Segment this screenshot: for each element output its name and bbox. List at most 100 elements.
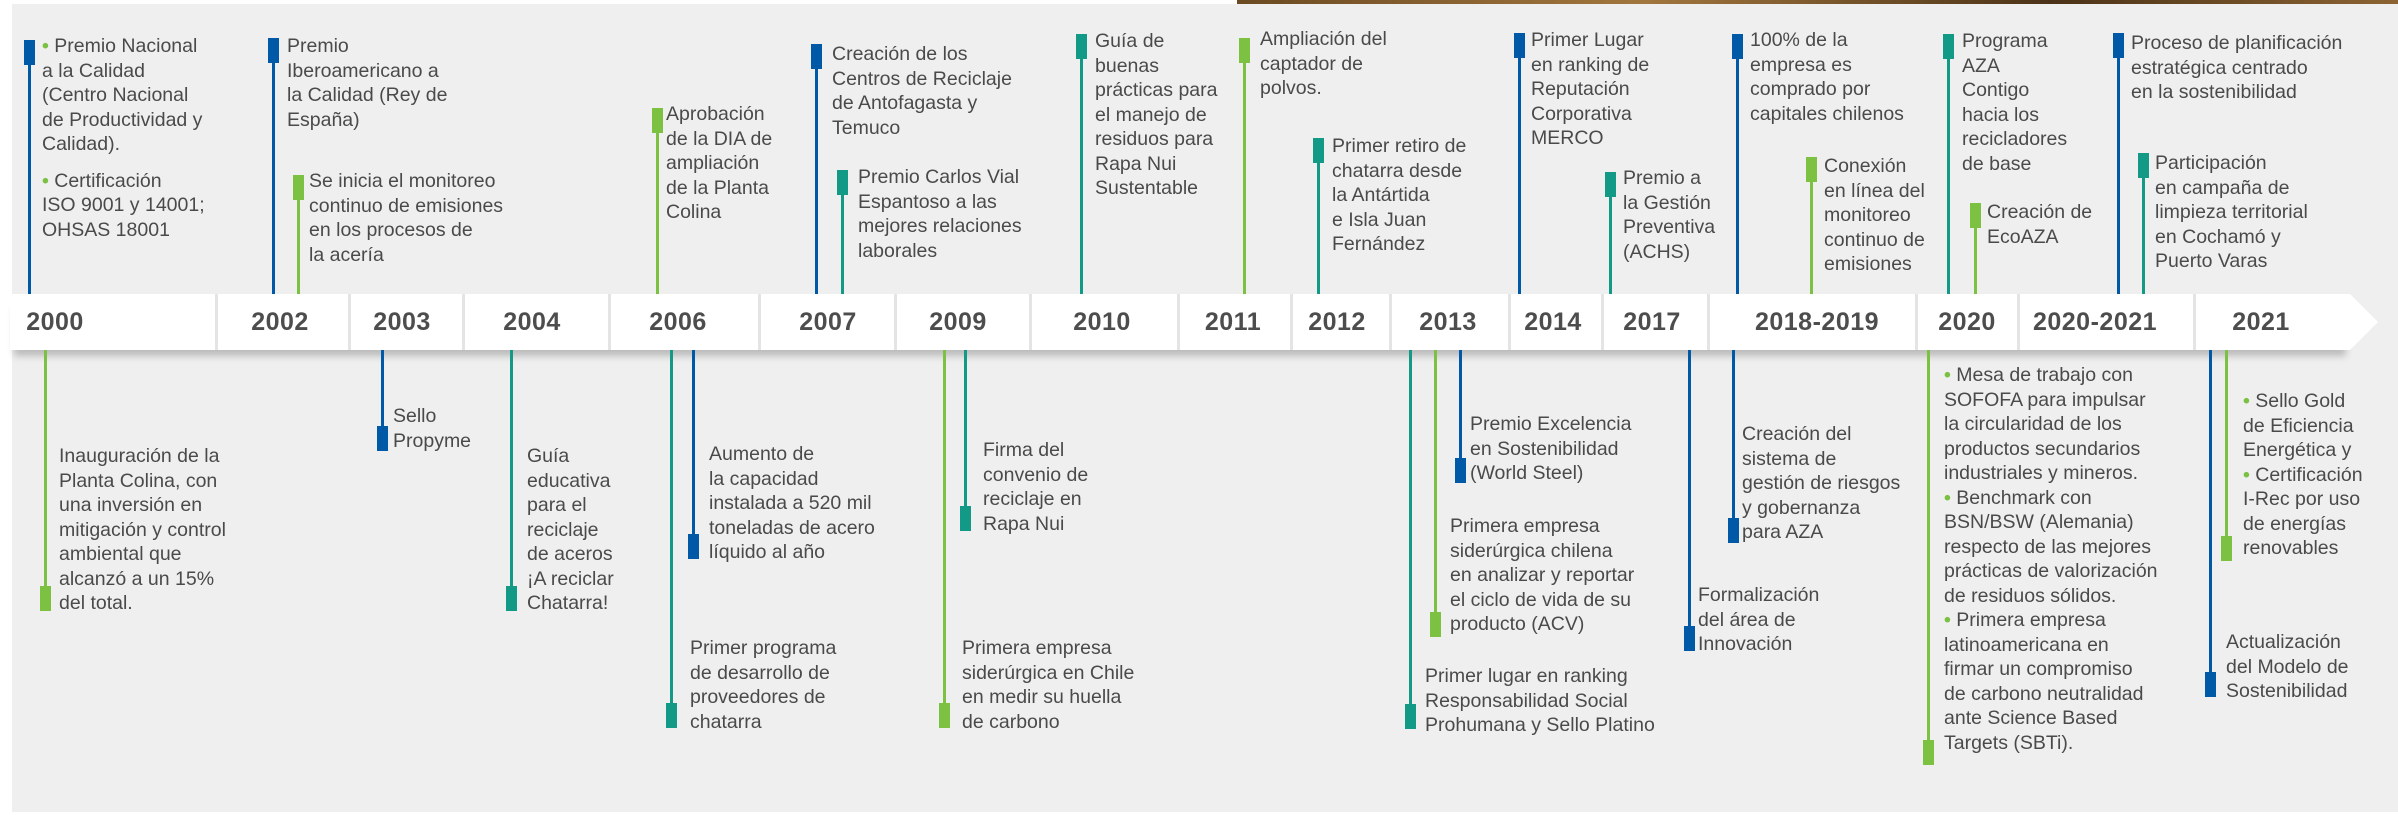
milestone-connector-line [1317,138,1320,294]
milestone-line: continuo de emisiones [309,194,504,217]
milestone-marker [268,38,279,63]
milestone-line: educativa [527,469,611,492]
milestone-connector-line [44,350,47,610]
year-label-2012: 2012 [1308,308,1366,336]
milestone-line: monitoreo [1824,204,1911,226]
milestone-marker [811,44,822,69]
milestone-line: Innovación [1698,633,1793,655]
milestone-line: firmar un compromiso [1944,658,2133,680]
milestone-line: comprado por [1750,78,1871,100]
milestone-line: (ACHS) [1623,240,1691,263]
milestone-marker [960,506,971,531]
milestone-marker [1732,34,1743,59]
milestone-line: ante Science Based [1944,707,2118,729]
year-label-2014: 2014 [1524,308,1582,336]
year-separator [1508,294,1511,350]
year-label-2000: 2000 [26,308,84,336]
year-label-2009: 2009 [929,308,987,336]
milestone-line: Sustentable [1095,177,1198,199]
milestone-line: Creación del [1742,423,1852,445]
milestone-line: OHSAS 18001 [42,218,170,241]
milestone-line: Primera empresa [962,637,1112,659]
milestone-connector-line [964,350,967,530]
year-label-2011: 2011 [1204,308,1262,336]
milestone-marker [2138,153,2149,178]
milestone-line: SOFOFA para impulsar [1944,388,2146,411]
milestone-line: Primer programa [690,637,837,659]
milestone-connector-line [670,350,673,727]
milestone-line: gestión de riesgos [1742,472,1901,494]
milestone-marker [1076,34,1087,59]
bullet-icon: • [1944,364,1951,386]
milestone-connector-line [1080,34,1083,294]
milestone-connector-line [28,40,31,294]
milestone-line: Colina [666,201,722,223]
milestone-line: I-Rec por uso [2243,488,2361,510]
year-separator [608,294,611,350]
milestone-line: reciclaje [527,518,599,541]
milestone-line: • Certificación [2243,463,2363,486]
milestone-marker [1684,626,1695,651]
milestone-line: líquido al año [709,541,826,563]
milestone-marker [1728,518,1739,543]
timeline-axis [10,294,2350,350]
milestone-line: la Gestión [1623,191,1711,214]
milestone-marker [1313,138,1324,163]
milestone-marker [837,170,848,195]
milestone-marker [24,40,35,65]
milestone-line: Calidad). [42,133,121,155]
milestone-connector-line [692,350,695,558]
year-label-2018-2019: 2018-2019 [1754,308,1880,336]
milestone-line: Planta Colina, con [59,469,218,492]
year-separator [1177,294,1180,350]
bullet-icon: • [1944,609,1951,631]
milestone-line: sistema de [1742,447,1837,470]
year-label-2010: 2010 [1073,308,1131,336]
milestone-line: en Cochamó y [2155,225,2281,248]
timeline-panel [12,4,2398,812]
milestone-marker [1430,612,1441,637]
milestone-line: renovables [2243,537,2339,559]
milestone-line: de carbono [962,710,1060,733]
milestone-marker [1605,172,1616,197]
bullet-icon: • [2243,390,2250,412]
milestone-line: • Benchmark con [1944,486,2092,509]
milestone-line: Reputación [1531,78,1630,100]
milestone-line: de energías [2243,512,2346,535]
year-label-2007: 2007 [799,308,857,336]
milestone-line: Puerto Varas [2155,250,2268,272]
milestone-line: del total. [59,592,133,614]
year-separator [1707,294,1710,350]
milestone-line: Creación de [1987,201,2093,223]
milestone-line: respecto de las mejores [1944,535,2152,558]
year-label-2020: 2020 [1938,308,1996,336]
milestone-line: empresa es [1750,53,1852,76]
milestone-line: estratégica centrado [2131,56,2308,79]
year-separator [1601,294,1604,350]
milestone-marker [1405,704,1416,729]
milestone-line: Rapa Nui [1095,152,1177,175]
milestone-marker [666,703,677,728]
milestone-line: 100% de la [1750,29,1848,51]
milestone-connector-line [1974,203,1977,294]
milestone-line: la acería [309,243,384,266]
year-label-2017: 2017 [1623,308,1681,336]
milestone-line: Primer lugar en ranking [1425,665,1628,687]
milestone-marker [1970,203,1981,228]
milestone-marker [652,108,663,133]
